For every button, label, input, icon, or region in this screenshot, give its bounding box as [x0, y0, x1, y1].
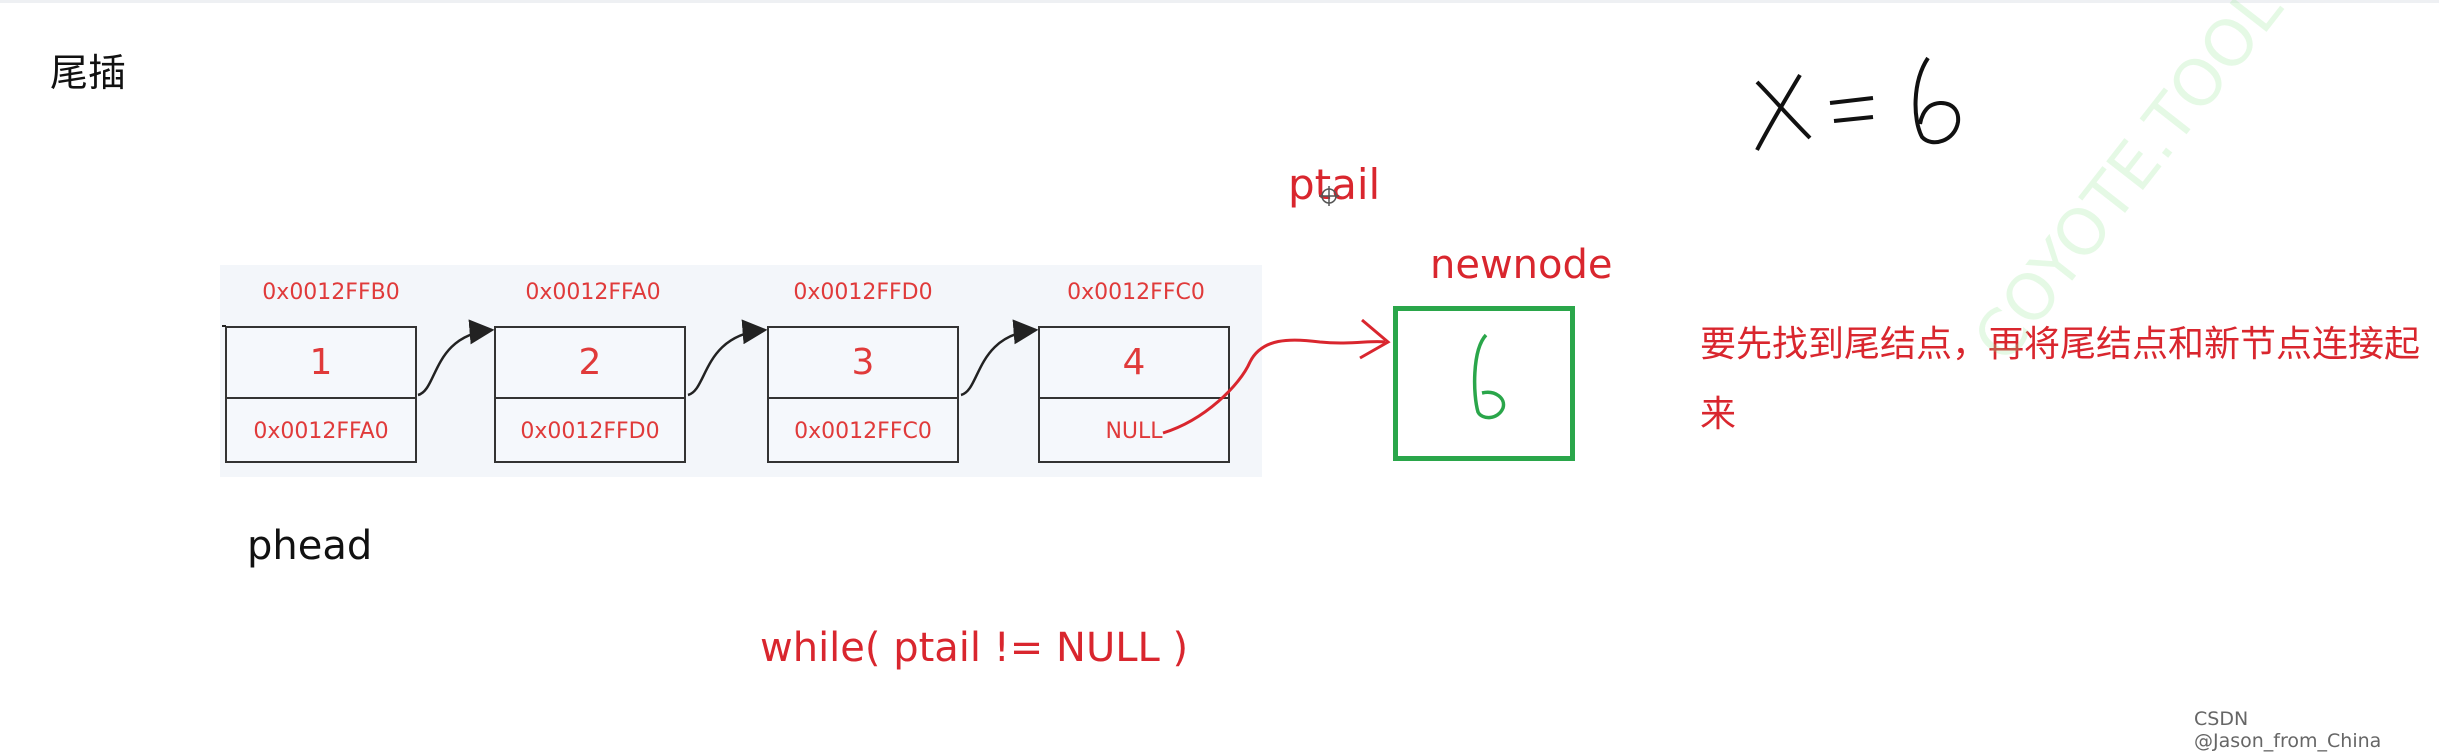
top-border — [0, 0, 2439, 3]
node-1-address: 0x0012FFB0 — [262, 280, 400, 305]
node-3-value: 3 — [769, 328, 957, 399]
newnode-label: newnode — [1430, 242, 1613, 288]
link-arrow-2 — [687, 319, 768, 397]
node-2-value: 2 — [496, 328, 684, 399]
node-2-address: 0x0012FFA0 — [525, 280, 661, 305]
node-2-next: 0x0012FFD0 — [520, 418, 660, 444]
node-1-next: 0x0012FFA0 — [253, 418, 389, 444]
node-3-next: 0x0012FFC0 — [794, 418, 932, 444]
description-text: 要先找到尾结点，再将尾结点和新节点连接起来 — [1700, 324, 2421, 435]
link-arrow-3 — [960, 319, 1039, 397]
red-arrow-head — [1359, 318, 1391, 360]
list-node-2: 2 0x0012FFD0 — [494, 326, 686, 463]
list-node-1: 1 0x0012FFA0 — [225, 326, 417, 463]
node-4-address: 0x0012FFC0 — [1067, 280, 1205, 305]
handwritten-x-stroke-1 — [1755, 80, 1812, 140]
handwritten-equals-top — [1829, 96, 1874, 105]
newnode-box — [1393, 306, 1575, 461]
node-4-next: NULL — [1105, 418, 1163, 444]
node-1-value: 1 — [227, 328, 415, 399]
list-node-3: 3 0x0012FFC0 — [767, 326, 959, 463]
node-4-value: 4 — [1040, 328, 1228, 399]
node-3-address: 0x0012FFD0 — [793, 280, 933, 305]
handwritten-x-stroke-2 — [1755, 73, 1802, 151]
red-link-arrow — [1162, 338, 1386, 435]
newnode-value-drawing — [1472, 333, 1506, 420]
list-node-4: 4 NULL — [1038, 326, 1230, 463]
page-title: 尾插 — [50, 51, 127, 95]
move-cursor-icon — [1319, 186, 1339, 206]
phead-label: phead — [247, 523, 373, 569]
handwritten-six — [1913, 56, 1961, 145]
handwritten-equals-bottom — [1833, 115, 1874, 123]
while-condition: while( ptail != NULL ) — [760, 625, 1189, 671]
link-arrow-1 — [417, 319, 495, 397]
